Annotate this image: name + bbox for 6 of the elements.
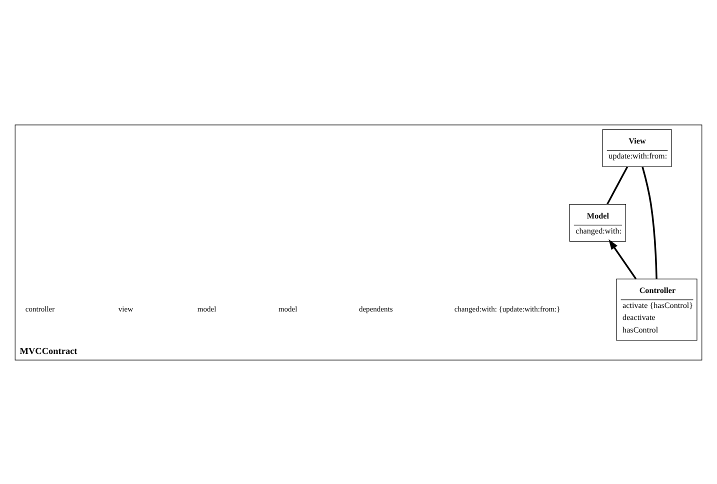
connector (606, 166, 628, 204)
node-box: Controller activate {hasControl} deactivate hasControl (616, 278, 698, 340)
connector (642, 166, 658, 278)
arrow (608, 238, 637, 279)
node-box: View update:with:from: (602, 128, 672, 166)
node-box: Model changed:with: (569, 204, 626, 242)
